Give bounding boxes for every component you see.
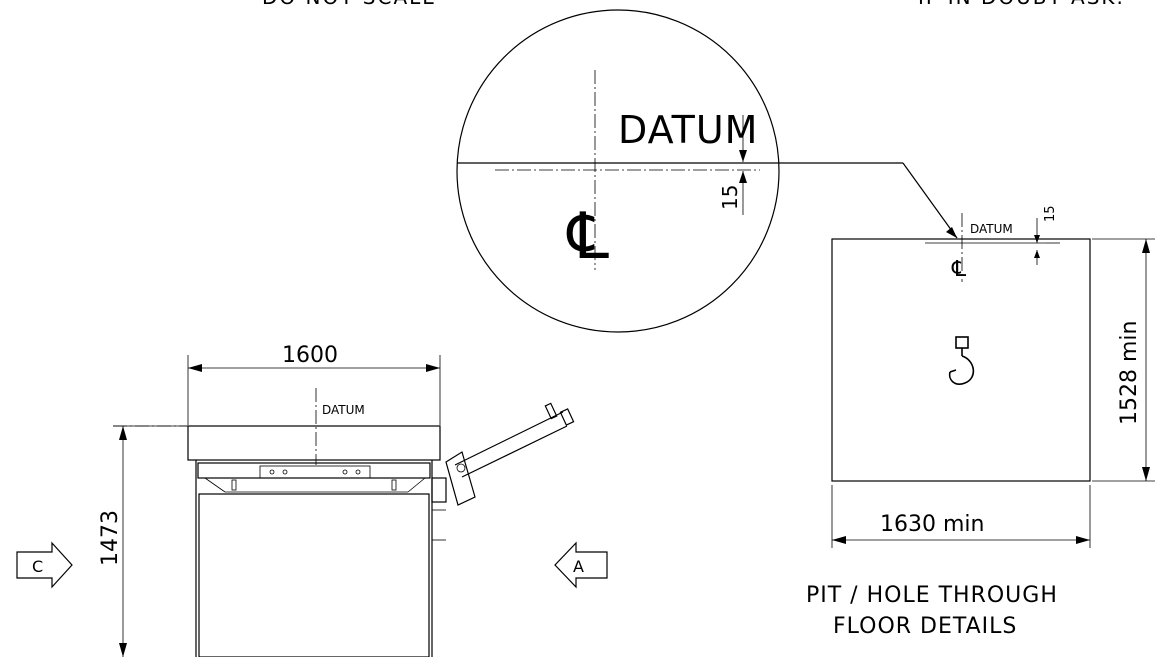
pit-height-dim: 1528 min — [1117, 321, 1142, 425]
detail-leader-line — [902, 162, 958, 239]
pit-detail: DATUM 15 ℄ 1630 min 1528 min PIT / HO — [806, 205, 1155, 639]
detail-leader-arrowhead — [946, 227, 957, 238]
detail-centerline-symbol: ℄ — [566, 200, 609, 274]
detail-dim-arrow-up — [739, 171, 747, 183]
detail-offset-value: 15 — [718, 185, 742, 210]
plan-view: 1600 DATUM — [16, 343, 608, 657]
plan-depth-dim: 1473 — [98, 510, 123, 566]
plan-width-dim: 1600 — [282, 343, 338, 368]
machine-header-bar — [197, 462, 431, 479]
crane-hook-icon — [948, 336, 975, 385]
do-not-scale-note: DO NOT SCALE — [262, 0, 437, 9]
pit-outline — [831, 238, 1091, 482]
pit-datum-label: DATUM — [970, 222, 1013, 236]
svg-text:A: A — [573, 557, 584, 576]
machine-control-strip — [259, 465, 371, 479]
pit-offset-value: 15 — [1043, 205, 1058, 222]
pit-width-dim: 1630 min — [880, 512, 984, 537]
magnified-detail: DATUM 15 ℄ — [456, 9, 958, 333]
if-in-doubt-note: IF IN DOUBT ASK. — [918, 0, 1125, 9]
detail-datum-label: DATUM — [618, 108, 758, 152]
view-arrow-a: A — [554, 541, 608, 589]
machine-cavity — [198, 493, 430, 657]
machine-top-plate — [187, 425, 441, 461]
pit-title-line2: FLOOR DETAILS — [833, 614, 1017, 639]
view-arrow-c: C — [16, 541, 73, 589]
side-arm — [431, 402, 575, 541]
detail-dim-arrow-down — [739, 150, 747, 162]
svg-text:C: C — [32, 557, 43, 576]
detail-circle — [456, 9, 780, 333]
pit-centerline-symbol: ℄ — [951, 257, 967, 282]
plan-datum-label: DATUM — [322, 403, 365, 417]
pit-title-line1: PIT / HOLE THROUGH — [806, 583, 1058, 608]
